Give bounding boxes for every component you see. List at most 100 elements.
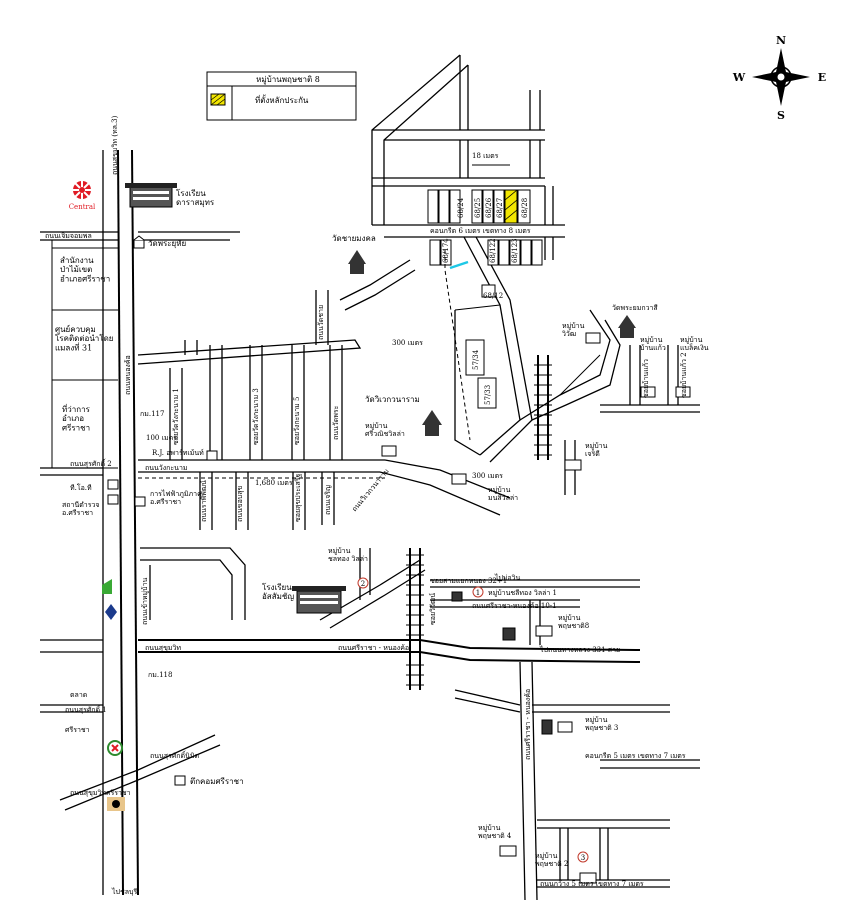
label-soi-kobsuk: ถนนขอบสุข	[236, 485, 244, 522]
label-to-bo-win: ไปบ่อวิน	[494, 573, 521, 582]
label-wat-pra-yu-ha: วัดพระยุหัย	[148, 239, 186, 248]
label-plot-25: 68/25	[474, 198, 482, 218]
label-village-baan-kaew: หมู่บ้านบ้านแก้ว	[640, 336, 666, 352]
temple-icon	[348, 250, 636, 436]
label-plot-24: 68/24	[457, 197, 465, 218]
label-road-sukhumvit-v: ถนนสุขุมวิท (ทล.3)	[111, 115, 119, 175]
label-plot-5733: 57/33	[484, 385, 492, 405]
label-road-sriracha-nong-kho: ถนนศรีราชา - หนองค้อ	[338, 644, 409, 652]
label-road-nongkho: ถนนหนองค้อ	[124, 355, 132, 395]
label-village-srivanich: หมู่บ้านศรีวณิชวิลล่า	[365, 422, 405, 438]
label-wat-wiwek: วัดวิเวกวนาราม	[365, 395, 420, 404]
label-soi1: ซอยวัดวังกะนาม 1	[172, 388, 180, 445]
label-concrete-5m: คอนกรีต 5 เมตร เขตทาง 7 เมตร	[585, 752, 686, 760]
label-village-pruksa2: หมู่บ้านพฤษชาติ 2	[535, 852, 568, 868]
label-school-darasamut: โรงเรียนดาราสมุทร	[176, 188, 215, 207]
label-plot-27: 68/27	[496, 198, 504, 218]
label-wat-chai-mongkhon: วัดชายมงคล	[332, 234, 376, 243]
label-post-office: ที.โอ.ที	[70, 483, 92, 492]
label-sriracha-building: ตึกคอมศรีราชา	[190, 777, 244, 786]
plots	[427, 189, 543, 409]
label-village-banb: หมู่บ้านแบล็คเงิน	[680, 336, 709, 352]
label-to-highway-331: ไปถนนทางหลวง 331 สาย	[539, 645, 620, 654]
compass-rose: N S E W	[732, 34, 826, 122]
label-to-chonburi: ไปชลบุรี	[111, 887, 137, 896]
label-wat-thamma: วัดพระยมกวาสี	[612, 304, 658, 312]
label-road-surasak-nimit: ถนนสุรศักดิ์นิมิต	[150, 750, 199, 760]
label-soi5: ซอยวังกะนาม 5	[293, 397, 301, 445]
label-alley-wiwat: ซอยวิวัฒน์	[429, 593, 437, 625]
label-plot-12: 68/12	[483, 292, 503, 300]
label-village-pruksa3: หมู่บ้านพฤษชาติ 3	[585, 716, 618, 732]
compass-w: W	[732, 71, 746, 84]
legend-title: หมู่บ้านพฤษชาติ 8	[256, 75, 320, 85]
numbered-marker	[357, 577, 589, 863]
label-road-sriracha-nongkho-10: ถนนศรีราชา-หนองค้อ 10-1	[472, 602, 557, 610]
compass-s: S	[777, 109, 785, 122]
label-soi-sukprasert: ซอยสุขประเสริฐ	[294, 473, 302, 522]
label-alley-bk2: ซอยบ้านแก้ว 2	[680, 352, 688, 398]
compass-n: N	[776, 34, 786, 47]
label-village-chalermthong: หมู่บ้านชลีทอง วิลล่า 1	[488, 589, 557, 597]
label-school-assumption: โรงเรียนอัสสัมชัญ	[262, 582, 294, 601]
central-logo-text: Central	[69, 203, 96, 211]
label-road-surasak2: ถนนสุรศักดิ์ 2	[70, 458, 112, 468]
label-police-station: สถานีตำรวจอ.ศรีราชา	[62, 501, 100, 517]
label-road-rapeepat: ถนนราพีพัฒน์	[200, 480, 208, 522]
label-distance-18m: 18 เมตร	[472, 152, 499, 160]
label-road-wat-chai: ถนนวัดชาย	[317, 305, 325, 340]
label-road-jaroen: ถนนเจริญ	[324, 485, 332, 515]
distance-lines	[133, 164, 510, 479]
label-distance-300m: 300 เมตร	[392, 339, 423, 347]
label-village-wiwat: หมู่บ้านวิวัฒ	[562, 322, 585, 338]
label-plot-28: 68/28	[521, 198, 529, 218]
label-road-sukhumvit-sriracha: ถนนสุขุมวิทศรีราชา	[70, 789, 131, 797]
label-village-pruksa8: หมู่บ้านพฤษชาติ8	[558, 614, 589, 630]
label-road-jerm-jom: ถนนเจิมจอมพล	[45, 232, 92, 240]
label-rj-apartment: R.J. อพาร์ทเม้นท์	[152, 449, 204, 457]
roads	[40, 54, 700, 901]
label-road-wat-pra: ถนนวัดพระ	[332, 405, 340, 440]
label-road-alley-32: ซอยสามแยกหนอง 32+1	[430, 577, 507, 585]
label-road-surasak1: ถนนสุรศักดิ์ 1	[65, 704, 107, 714]
label-alley-bk: ซอยบ้านแก้ว	[642, 359, 650, 398]
label-concrete-5m-b: ถนนกว้าง 5 เมตร เขตทาง 7 เมตร	[540, 880, 644, 888]
label-km118: กม.118	[148, 671, 172, 679]
legend: หมู่บ้านพฤษชาติ 8 ที่ตั้งหลักประกัน	[206, 71, 357, 121]
label-market: ตลาด	[70, 691, 87, 699]
label-district-office: สำนักงานป่าไม้เขตอำเภอศรีราชา	[60, 256, 110, 283]
bank-logo-icon	[102, 579, 125, 811]
school-assumption-icon	[292, 586, 346, 614]
label-village-monthira: หมู่บ้านมนสิวิลล่า	[488, 486, 518, 502]
label-plot-174: 68/174	[442, 238, 450, 263]
label-soi3: ซอยวัดวังกะนาม 3	[252, 388, 260, 445]
compass-e: E	[818, 71, 826, 84]
marker-2-label: 2	[361, 580, 365, 588]
collateral-plot	[504, 189, 518, 224]
label-road-wangkanam: ถนนวังกะนาม	[145, 464, 188, 472]
legend-item-label: ที่ตั้งหลักประกัน	[255, 94, 309, 105]
label-plot-26: 68/26	[485, 197, 493, 218]
label-village-chonthong: หมู่บ้านชลทอง วิลล่า	[328, 547, 368, 563]
label-electricity: การไฟฟ้าภูมิภาคอ.ศรีราชา	[150, 489, 202, 506]
label-sriracha: ศรีราชา	[65, 726, 90, 734]
school-darasamut-icon	[125, 183, 177, 208]
label-village-jerri: หมู่บ้านเจริดี	[585, 442, 608, 458]
label-plot-122: 68/122	[489, 238, 497, 263]
label-km117: กม.117	[140, 410, 164, 418]
house-icon	[107, 235, 691, 884]
label-community-center: ศูนย์ควบคุมโรคติดต่อนำโดยแมลงที่ 31	[55, 324, 113, 352]
label-road-pruksa: ถนนเข้าหมู่บ้าน	[141, 577, 149, 625]
marker-1-label: 1	[476, 589, 480, 597]
label-plot-123: 68/123	[511, 238, 519, 263]
label-road-sriracha-nongkho-b: ถนนศรีราชา - หนองค้อ	[524, 689, 532, 760]
label-plot-5734: 57/34	[472, 349, 480, 370]
label-road-sukhumvit: ถนนสุขุมวิท	[145, 644, 181, 652]
marker-3-label: 3	[581, 854, 585, 862]
label-distance-300m-b: 300 เมตร	[472, 472, 503, 480]
label-road-wiwek: ถนนวิเวกวนาราม	[350, 467, 390, 513]
central-logo: Central	[69, 180, 96, 211]
label-village-pruksa4: หมู่บ้านพฤษชาติ 4	[478, 824, 512, 840]
